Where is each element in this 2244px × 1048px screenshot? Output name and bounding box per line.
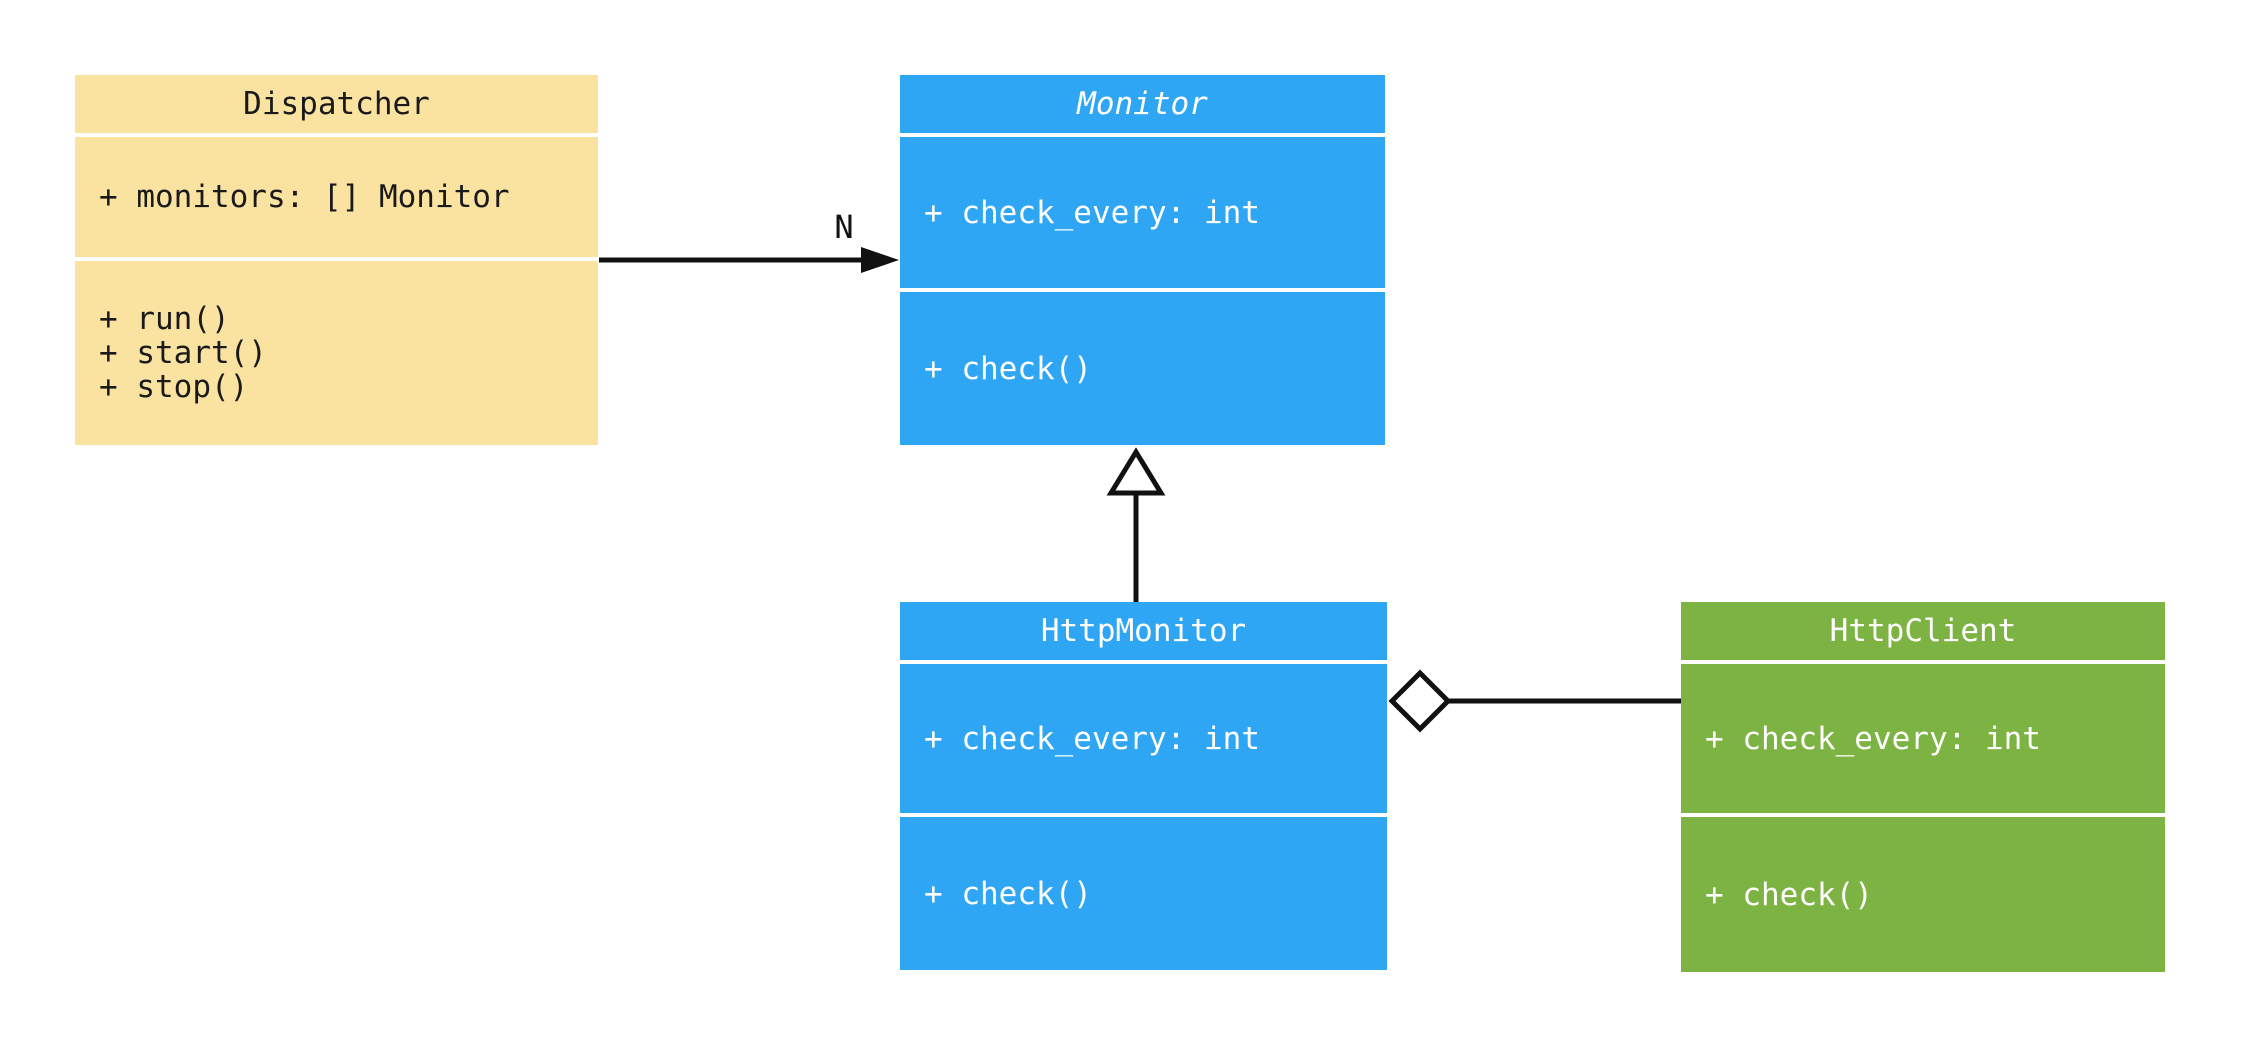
class-httpmonitor-methods: + check() — [900, 817, 1387, 970]
class-dispatcher-attributes: + monitors: [] Monitor — [75, 137, 598, 257]
aggregation-diamond — [1388, 669, 1452, 733]
class-monitor-methods: + check() — [900, 292, 1385, 445]
method-line: + run() — [99, 301, 230, 337]
class-dispatcher-title: Dispatcher — [75, 75, 598, 133]
attribute-line: + monitors: [] Monitor — [99, 179, 510, 215]
class-httpclient-title: HttpClient — [1681, 602, 2165, 660]
class-httpmonitor-title: HttpMonitor — [900, 602, 1387, 660]
class-monitor-title: Monitor — [900, 75, 1385, 133]
association-arrowhead — [861, 247, 899, 273]
class-dispatcher: Dispatcher + monitors: [] Monitor + run(… — [75, 75, 598, 445]
class-monitor: Monitor + check_every: int + check() — [900, 75, 1385, 445]
method-line: + check() — [924, 875, 1092, 912]
method-line: + check() — [1705, 876, 1873, 913]
class-dispatcher-methods: + run() + start() + stop() — [75, 261, 598, 445]
class-httpclient: HttpClient + check_every: int + check() — [1681, 602, 2165, 972]
multiplicity-label: N — [834, 208, 854, 246]
class-httpmonitor-attributes: + check_every: int — [900, 664, 1387, 813]
class-monitor-attributes: + check_every: int — [900, 137, 1385, 288]
attribute-line: + check_every: int — [1705, 720, 2041, 757]
class-httpclient-methods: + check() — [1681, 817, 2165, 972]
inheritance-triangle — [1106, 447, 1166, 496]
class-httpmonitor: HttpMonitor + check_every: int + check() — [900, 602, 1387, 970]
attribute-line: + check_every: int — [924, 720, 1260, 757]
method-line: + stop() — [99, 369, 249, 405]
attribute-line: + check_every: int — [924, 194, 1260, 231]
method-line: + start() — [99, 335, 267, 371]
method-line: + check() — [924, 350, 1092, 387]
class-httpclient-attributes: + check_every: int — [1681, 664, 2165, 813]
